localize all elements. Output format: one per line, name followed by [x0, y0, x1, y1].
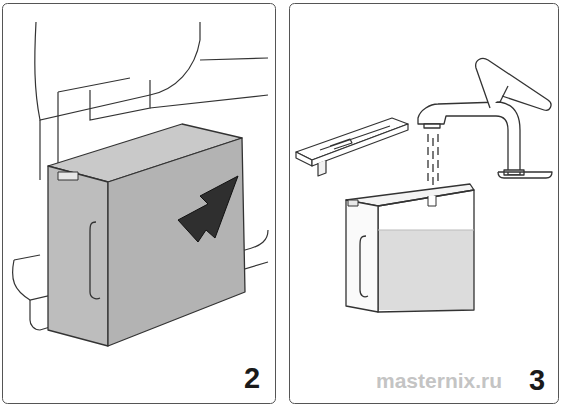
panel-frame [290, 4, 559, 404]
watermark: masternix.ru [376, 370, 502, 391]
water-tank [48, 124, 245, 346]
water-tank [346, 184, 474, 312]
panel-number: 2 [244, 364, 260, 393]
direction-arrow [178, 176, 238, 242]
panel-frame [3, 4, 276, 404]
panel-number: 3 [529, 366, 545, 395]
tank-lid [296, 118, 408, 176]
water-stream [428, 134, 438, 186]
